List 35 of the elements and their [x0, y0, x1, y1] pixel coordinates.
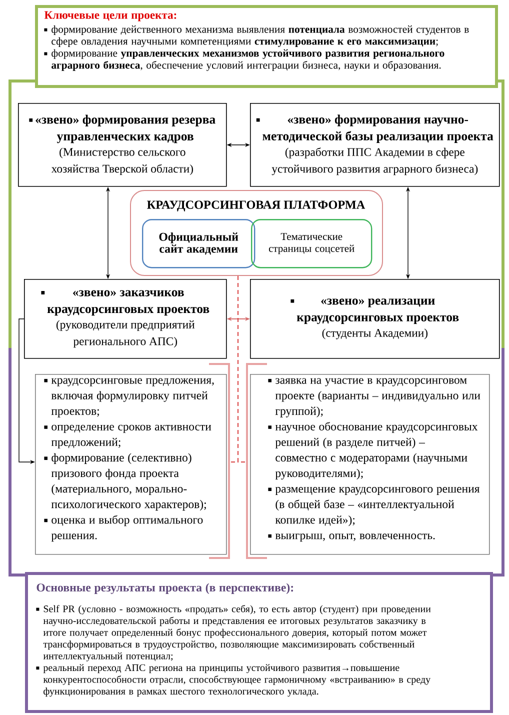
goals-panel — [35, 5, 498, 88]
heading: «звено» формирования резерва управленческих кадров — [36, 114, 216, 144]
list-item: размещение краудсорсингового решения (в общей базе – «интеллектуальной копилке идей»); — [275, 487, 480, 526]
link-box — [24, 279, 227, 359]
results-panel — [25, 572, 493, 713]
list-item: научное обоснование краудсорсинговых решений (в разделе питчей) – совместно с модераторами (научными руководителями); — [275, 422, 478, 480]
rounded-box: Тематические страницы соцсетей — [251, 219, 372, 268]
heading: «звено» формирования научно-методической базы реализации проекта — [262, 114, 494, 143]
description: (студенты Академии) — [322, 328, 428, 340]
description: (разработки ППС Академии в сфере устойчивого развития аграрного бизнеса) — [272, 148, 478, 176]
list-item: краудсорсинговые предложения, включая формулировку питчей проектов; — [51, 378, 214, 418]
platform-title: КРАУДСОРСИНГОВАЯ ПЛАТФОРМА — [147, 200, 366, 212]
list-item: заявка на участие в краудсорсинговом проекте (варианты – индивидуально или группой); — [275, 378, 480, 418]
connector-line — [238, 276, 248, 462]
bullet-text: формирование управленческих механизмов устойчивого развития регионального аграрного бизнеса, обеспечение условий интеграции бизнеса, науки и образования. — [52, 49, 444, 71]
list-item: формирование (селективно) призового фонда проекта (материального, морально-психологического характеров); — [51, 453, 206, 511]
link-box — [18, 103, 227, 187]
bullet-text: формирование действенного механизма выявления потенциала возможностей студентов в сфере овладения научными компетенциями стимулирование к его максимизации; — [52, 25, 469, 47]
heading: «звено» заказчиков краудсорсинговых проектов — [47, 290, 210, 316]
bullet-text: Self PR (условно - возможность «продать» себя), то есть автор (студент) при проведении научно-исследовательской работы и представления ее итоговых результатов заказчику в итоге получает определенный бонус профессионального доверия, который потом может трансформироваться в трудоустройство, позволяющие максимизировать собственный интеллектуальный потенциал; — [43, 605, 431, 662]
list-box — [35, 374, 227, 555]
list-item: определение сроков активности предложений; — [51, 424, 212, 448]
link-box — [250, 279, 500, 359]
panel-title: Основные результаты проекта (в перспективе): — [36, 583, 294, 594]
list-item: выигрыш, опыт, вовлеченность. — [275, 534, 435, 542]
panel-title: Ключевые цели проекта: — [44, 11, 176, 22]
rounded-box: Официальный сайт академии — [142, 219, 256, 268]
list-item: оценка и выбор оптимального решения. — [51, 515, 203, 542]
heading: «звено» реализации краудсорсинговых проектов — [296, 298, 459, 324]
bullet-text: реальный переход АПС региона на принципы устойчивого развития→повышение конкурентоспособности отрасли, способствующее гармоничному «встраиванию» в среду функционирования в рамках шестого технологического уклада. — [43, 664, 431, 697]
description: (руководители предприятий регионального АПС) — [56, 320, 195, 348]
platform-box — [130, 190, 383, 276]
list-box — [250, 374, 490, 555]
description: (Министерство сельского хозяйства Тверской области) — [51, 148, 193, 176]
link-box — [250, 103, 500, 187]
